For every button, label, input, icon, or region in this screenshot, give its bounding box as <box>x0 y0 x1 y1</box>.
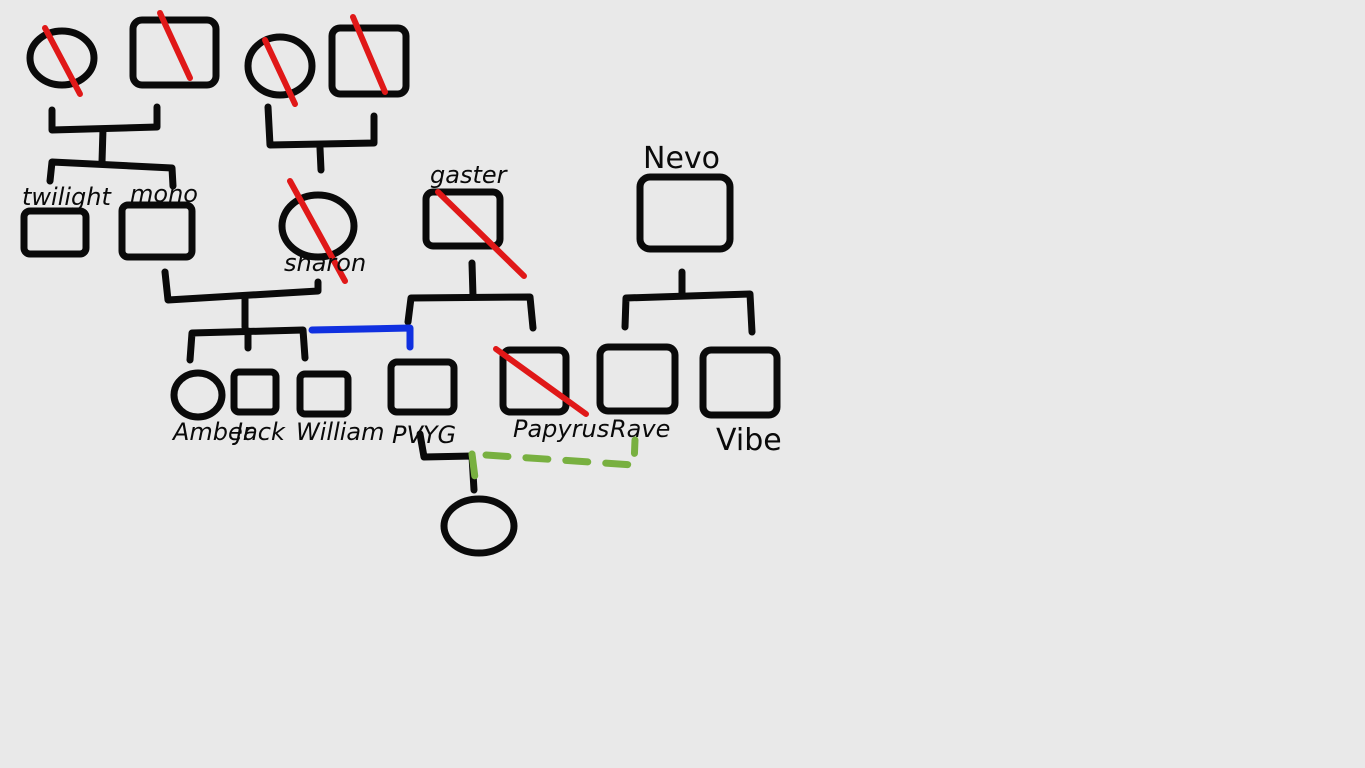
gaster-descent <box>468 259 477 300</box>
twilight-node[interactable] <box>20 207 90 258</box>
twilight-label: twilight <box>22 183 112 211</box>
pvyg-node[interactable] <box>387 358 458 416</box>
grandmother-a-node[interactable] <box>26 27 98 89</box>
william-node[interactable] <box>296 370 352 418</box>
grandmother-b-node[interactable] <box>244 33 316 99</box>
mono-sharon-couple-connector <box>161 268 322 304</box>
siblings-twilight-mono-connector <box>46 158 177 190</box>
nevo-label: Nevo <box>643 141 720 176</box>
children-pvyg-papyrus-connector <box>404 293 537 332</box>
vibe-label: Vibe <box>716 423 782 458</box>
papyrus-deceased-mark <box>493 346 589 417</box>
william-label: William <box>296 418 385 446</box>
couple-b-descent <box>316 144 325 174</box>
couple-a-descent <box>98 125 107 166</box>
jack-label: Jack <box>232 418 286 446</box>
gaster-label: gaster <box>430 161 509 189</box>
children-rave-vibe-connector <box>621 290 756 336</box>
rave-node[interactable] <box>596 343 679 415</box>
amber-label: Amber <box>171 418 255 446</box>
grandfather-b-node[interactable] <box>328 24 410 98</box>
jack-node[interactable] <box>230 368 280 416</box>
vibe-node[interactable] <box>699 346 781 419</box>
mono-label: mono <box>130 180 198 208</box>
child-node[interactable] <box>440 495 518 557</box>
nevo-node[interactable] <box>636 173 734 253</box>
sharon-deceased-mark <box>287 178 348 284</box>
papyrus-node[interactable] <box>499 346 570 416</box>
couple-b-connector <box>264 103 378 149</box>
rave-label: Rave <box>610 415 670 443</box>
grandfather-a-node[interactable] <box>129 16 220 89</box>
gaster-node[interactable] <box>422 188 504 250</box>
gaster-deceased-mark <box>435 189 527 279</box>
half-sibling-link <box>308 324 414 351</box>
papyrus-label: Papyrus <box>513 415 609 443</box>
sharon-node[interactable] <box>278 191 358 261</box>
pvyg-rave-partner-link <box>468 436 639 490</box>
sharon-label: sharon <box>284 249 366 277</box>
grandfather-a-deceased-mark <box>157 10 193 81</box>
mono-node[interactable] <box>118 201 196 261</box>
grandfather-b-deceased-mark <box>350 14 388 95</box>
grandmother-b-deceased-mark <box>262 37 298 107</box>
amber-node[interactable] <box>170 369 226 421</box>
grandmother-a-deceased-mark <box>42 25 83 97</box>
